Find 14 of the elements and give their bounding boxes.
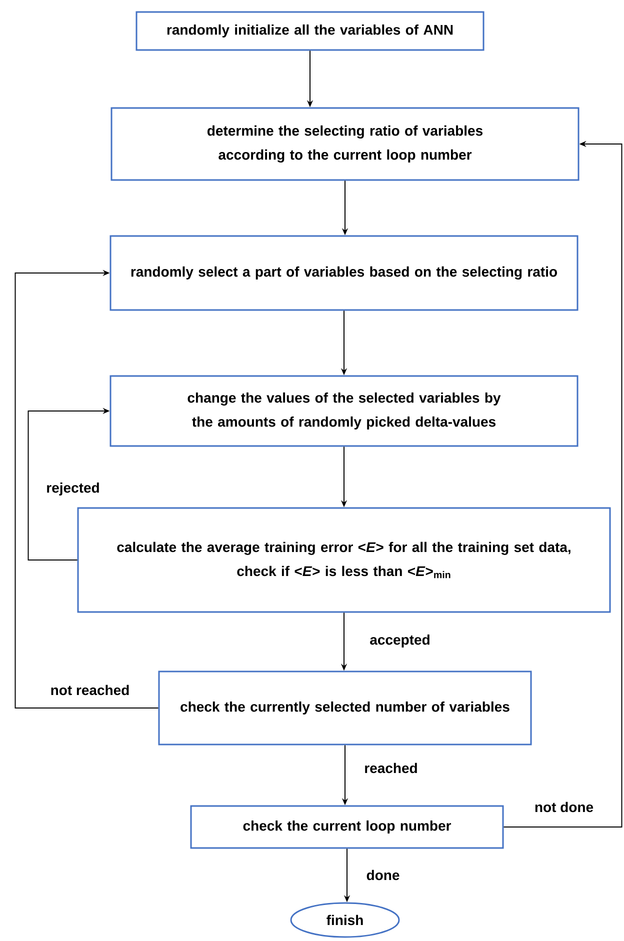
process-box: randomly initialize all the variables of ANN <box>136 11 484 51</box>
edge-label: reached <box>363 762 419 774</box>
process-box: determine the selecting ratio of variables according to the current loop number <box>110 107 580 181</box>
edge-label: accepted <box>368 633 432 649</box>
edge-label: not reached <box>49 684 131 696</box>
process-box: check the current loop number <box>190 805 504 849</box>
edge-label: not done <box>533 800 595 814</box>
process-box: calculate the average training error <E> for all the training set data, check if <E> is less than <E>$_{min}$ <box>77 507 611 613</box>
arrow <box>14 270 159 708</box>
process-box: change the values of the selected variables by the amounts of randomly picked delta-values <box>110 375 578 447</box>
process-box: check the currently selected number of variables <box>158 670 532 746</box>
edge-label: done <box>365 868 401 882</box>
process-box: randomly select a part of variables based on the selecting ratio <box>110 235 578 311</box>
edge-label: rejected <box>45 481 101 497</box>
